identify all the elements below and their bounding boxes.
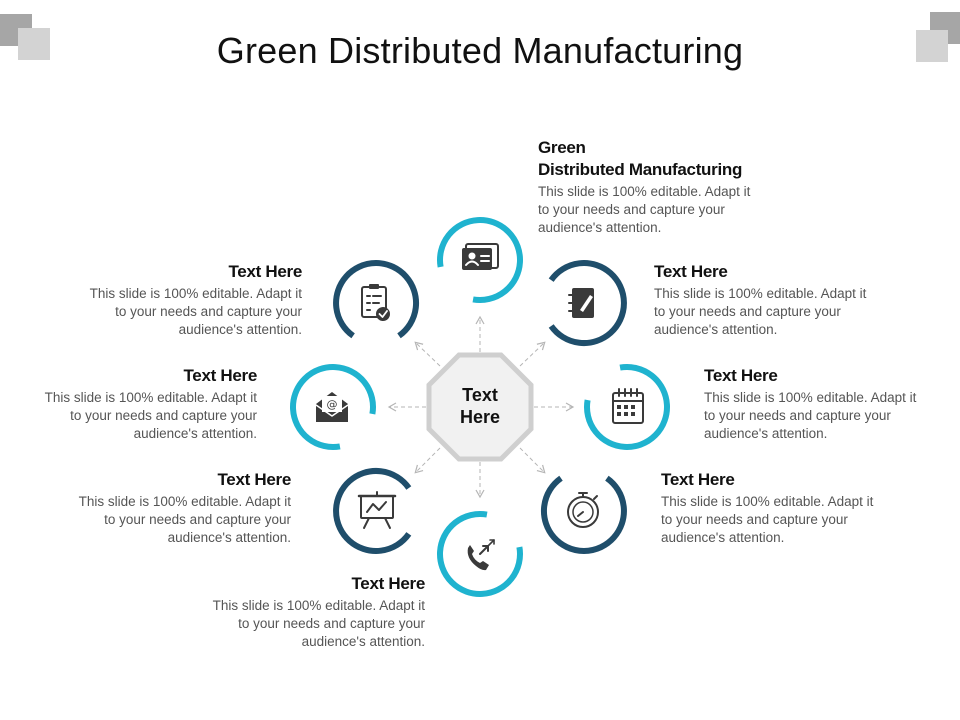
corner-square	[18, 28, 50, 60]
text-block-heading: Text Here	[183, 366, 257, 385]
text-block-bottom-right: Text Here This slide is 100% editable. A…	[661, 469, 886, 547]
heading-line: Distributed Manufacturing	[538, 160, 743, 179]
corner-square	[916, 30, 948, 62]
calendar-icon	[612, 388, 644, 424]
text-block-body: This slide is 100% editable. Adapt it to…	[212, 598, 425, 649]
text-block-heading: Green Distributed Manufacturing	[538, 137, 788, 181]
hub-label-line1: Text	[462, 385, 498, 405]
text-block-body: This slide is 100% editable. Adapt it to…	[78, 494, 291, 545]
node-ring-left	[290, 364, 376, 450]
text-block-heading: Text Here	[351, 574, 425, 593]
heading-line: Green	[538, 138, 586, 157]
text-block-body: This slide is 100% editable. Adapt it to…	[44, 390, 257, 441]
text-block-body: This slide is 100% editable. Adapt it to…	[538, 184, 751, 235]
page-title: Green Distributed Manufacturing	[216, 30, 744, 71]
text-block-body: This slide is 100% editable. Adapt it to…	[654, 286, 867, 337]
id-card-icon	[462, 243, 499, 270]
hub-octagon	[426, 352, 534, 462]
node-ring-right	[584, 364, 670, 450]
phone-arrows-icon	[467, 539, 495, 571]
svg-text:@: @	[327, 398, 338, 411]
text-block-left: Text Here This slide is 100% editable. A…	[32, 365, 258, 443]
text-block-body: This slide is 100% editable. Adapt it to…	[704, 390, 917, 441]
text-block-bottom: Text Here This slide is 100% editable. A…	[200, 573, 426, 651]
text-block-heading: Text Here	[217, 470, 291, 489]
text-block-body: This slide is 100% editable. Adapt it to…	[89, 286, 302, 337]
connector-top-left	[414, 341, 441, 367]
connector-top-right	[519, 341, 546, 367]
text-block-heading: Text Here	[704, 366, 778, 385]
text-block-top-left: Text Here This slide is 100% editable. A…	[77, 261, 303, 339]
text-block-heading: Text Here	[228, 262, 302, 281]
node-ring-top-left	[333, 260, 420, 339]
text-block-bottom-left: Text Here This slide is 100% editable. A…	[66, 469, 292, 547]
connectors	[387, 315, 575, 499]
notebook-pencil-icon	[568, 288, 594, 318]
hub-label: Text Here	[430, 384, 530, 428]
text-block-right: Text Here This slide is 100% editable. A…	[704, 365, 929, 443]
connector-bottom-left	[414, 447, 441, 474]
node-ring-top	[437, 217, 523, 303]
node-ring-bottom-left	[333, 467, 412, 554]
text-block-top: Green Distributed Manufacturing This sli…	[538, 137, 788, 237]
node-background	[539, 466, 628, 555]
icons: @	[315, 243, 644, 571]
text-block-body: This slide is 100% editable. Adapt it to…	[661, 494, 874, 545]
hub-label-line2: Here	[459, 407, 501, 427]
node-ring-top-right	[548, 260, 627, 347]
checklist-icon	[361, 284, 390, 321]
text-block-heading: Text Here	[661, 470, 735, 489]
node-ring-bottom	[437, 511, 523, 597]
presentation-board-icon	[357, 491, 397, 529]
connector-bottom-right	[519, 447, 546, 474]
text-block-top-right: Text Here This slide is 100% editable. A…	[654, 261, 879, 339]
stopwatch-icon	[567, 492, 599, 528]
email-envelope-icon: @	[315, 392, 349, 422]
node-ring-bottom-right	[540, 475, 627, 554]
node-background	[332, 466, 421, 555]
text-block-heading: Text Here	[654, 262, 728, 281]
